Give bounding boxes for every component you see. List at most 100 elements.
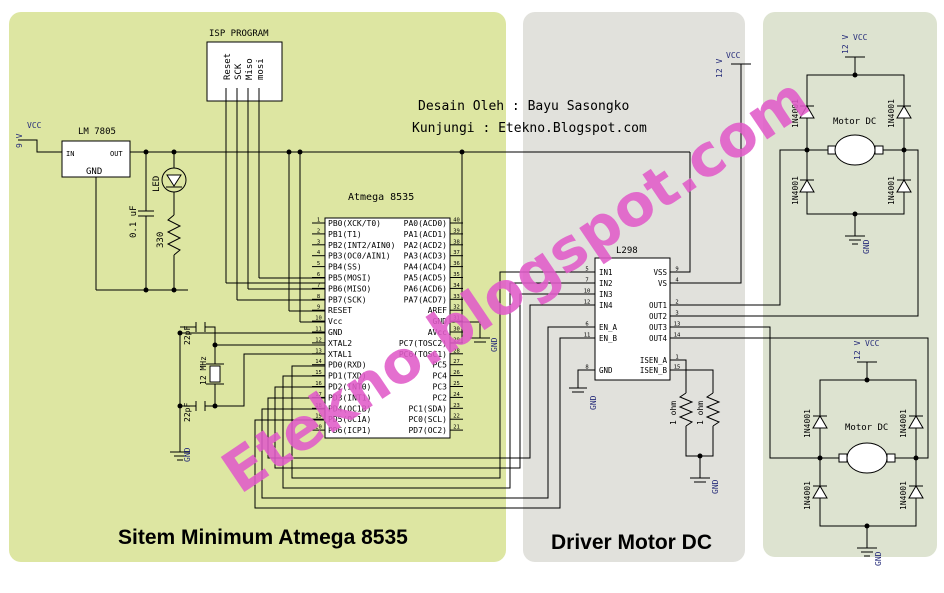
mcu-left-pin-number: 17 — [315, 392, 322, 398]
mcu-left-pin-label: PD6(ICP1) — [328, 426, 371, 435]
mcu-right-pin-label: PC4 — [433, 372, 448, 381]
mcu-left-pin-label: XTAL2 — [328, 339, 352, 348]
mcu-right-pin-number: 38 — [453, 239, 460, 245]
regulator-gnd: GND — [86, 167, 102, 177]
mcu-left-pin-number: 10 — [315, 316, 322, 322]
driver-right-pin-label: OUT3 — [649, 323, 667, 332]
motor2-label: Motor DC — [845, 423, 888, 433]
isp-pin-mosi: mosi — [256, 58, 266, 80]
mcu-name: Atmega 8535 — [348, 192, 414, 203]
mcu-left-pin-number: 3 — [317, 239, 320, 245]
driver-right-pin-number: 14 — [674, 333, 681, 339]
regulator-vcc: VCC — [27, 121, 42, 130]
motor1-diode-1: 1N4001 — [791, 99, 800, 128]
mcu-left-pin-label: PD0(RXD) — [328, 361, 367, 370]
mcu-left-pin-label: PB6(MISO) — [328, 284, 371, 293]
aref-gnd-label: GND — [490, 337, 499, 352]
mcu-right-pin-number: 31 — [453, 316, 460, 322]
sense-gnd: GND — [711, 479, 720, 494]
mcu-right-pin-number: 34 — [453, 283, 460, 289]
motor2-vcc: VCC — [865, 339, 880, 348]
middle-panel-title: Driver Motor DC — [551, 531, 712, 554]
mcu-right-pin-number: 35 — [453, 272, 460, 278]
driver-body — [594, 257, 671, 381]
mcu-right-pin-label: PA2(ACD2) — [404, 241, 447, 250]
motor2-diode-1: 1N4001 — [803, 409, 812, 438]
driver-right-pin-number: 4 — [675, 278, 679, 284]
mcu-left-pin-label: Vcc — [328, 317, 343, 326]
mcu-right-pin-number: 29 — [453, 337, 460, 343]
mcu-right-pin-number: 30 — [453, 327, 460, 333]
mcu-right-pin-label: PC0(SCL) — [408, 415, 447, 424]
mcu-left-pin-label: XTAL1 — [328, 350, 352, 359]
mcu-right-pin-label: PD7(OC2) — [408, 426, 447, 435]
cap-main-label: 0.1 uF — [129, 205, 139, 238]
regulator-name: LM 7805 — [78, 127, 116, 137]
mcu-left-pin-label: PB3(OC0/AIN1) — [328, 252, 391, 261]
mcu-left-pin-number: 5 — [317, 261, 320, 267]
driver-left-pin-number: 6 — [585, 322, 588, 328]
driver-left-pin-number: 12 — [584, 300, 591, 306]
driver-right-pin-number: 13 — [674, 322, 681, 328]
mcu-right-pin-label: PA4(ACD4) — [404, 263, 447, 272]
mcu-left-pin-label: PB7(SCK) — [328, 295, 367, 304]
mcu-left-pin-number: 15 — [315, 370, 322, 376]
motor1-diode-4: 1N4001 — [887, 176, 896, 205]
driver-right-pin-number: 9 — [675, 267, 678, 273]
sense2-label: 1 ohm — [696, 401, 705, 425]
mcu-right-pin-label: AREF — [428, 306, 447, 315]
mcu-right-pin-number: 22 — [453, 414, 460, 420]
sense1-label: 1 ohm — [669, 401, 678, 425]
driver-left-pin-label: GND — [599, 366, 613, 375]
motor2-diode-4: 1N4001 — [899, 481, 908, 510]
crystal-label: 12 MHz — [199, 356, 208, 385]
mcu-left-pin-number: 14 — [315, 359, 322, 365]
motor1-label: Motor DC — [833, 117, 876, 127]
mcu-left-pins: PB0(XCK/T0)1PB1(T1)2PB2(INT2/AIN0)3PB3(O… — [312, 218, 395, 435]
mcu-right-pin-label: PA6(ACD6) — [404, 284, 447, 293]
mcu-left-pin-label: PB1(T1) — [328, 230, 362, 239]
mcu-left-pin-label: RESET — [328, 306, 352, 315]
mcu-right-pin-number: 24 — [453, 392, 460, 398]
driver-right-pin-number: 3 — [675, 311, 678, 317]
mcu-left-pin-number: 8 — [317, 294, 320, 300]
mcu-left-pin-label: PB2(INT2/AIN0) — [328, 241, 395, 250]
driver-gnd: GND — [589, 395, 598, 410]
driver-name: L298 — [616, 246, 638, 256]
isp-pin-sck: SCK — [234, 63, 244, 80]
driver-right-pin-label: VS — [658, 279, 668, 288]
driver-right-pin-label: OUT1 — [649, 301, 667, 310]
mcu-left-pin-number: 9 — [317, 305, 320, 311]
driver-left-pin-number: 7 — [585, 278, 588, 284]
mcu-left-pin-label: GND — [328, 328, 343, 337]
driver-right-pin-number: 2 — [675, 300, 678, 306]
isp-header-box — [206, 41, 283, 102]
driver-right-pin-number: 15 — [674, 365, 681, 371]
driver-left-pin-number: 8 — [585, 365, 588, 371]
mcu-left-pin-label: PD5(OC1A) — [328, 415, 371, 424]
driver-right-pin-label: VSS — [653, 268, 667, 277]
mcu-right-pin-label: GND — [433, 317, 448, 326]
mcu-left-pin-number: 7 — [317, 283, 320, 289]
driver-left-pin-label: IN2 — [599, 279, 613, 288]
mcu-left-pin-number: 13 — [315, 348, 322, 354]
mcu-gnd-label: GND — [183, 447, 192, 462]
left-panel-title: Sitem Minimum Atmega 8535 — [118, 526, 408, 549]
driver-right-pin-label: ISEN_A — [640, 356, 668, 365]
driver-left-pin-label: EN_A — [599, 323, 618, 332]
mcu-right-pin-number: 37 — [453, 250, 460, 256]
mcu-right-pin-number: 21 — [453, 425, 460, 431]
mcu-left-pin-label: PB4(SS) — [328, 263, 362, 272]
motor1-voltage: 12 V — [841, 35, 850, 54]
mcu-right-pin-label: PC2 — [433, 393, 448, 402]
mcu-left-pin-number: 19 — [315, 414, 322, 420]
mcu-right-pin-number: 33 — [453, 294, 460, 300]
driver-left-pin-label: EN_B — [599, 334, 618, 343]
mcu-left-pin-number: 2 — [317, 228, 320, 234]
motor1-vcc: VCC — [853, 33, 868, 42]
mcu-right-pin-number: 26 — [453, 370, 460, 376]
mcu-right-pin-number: 27 — [453, 359, 460, 365]
mcu-right-pin-label: PA3(ACD3) — [404, 252, 447, 261]
